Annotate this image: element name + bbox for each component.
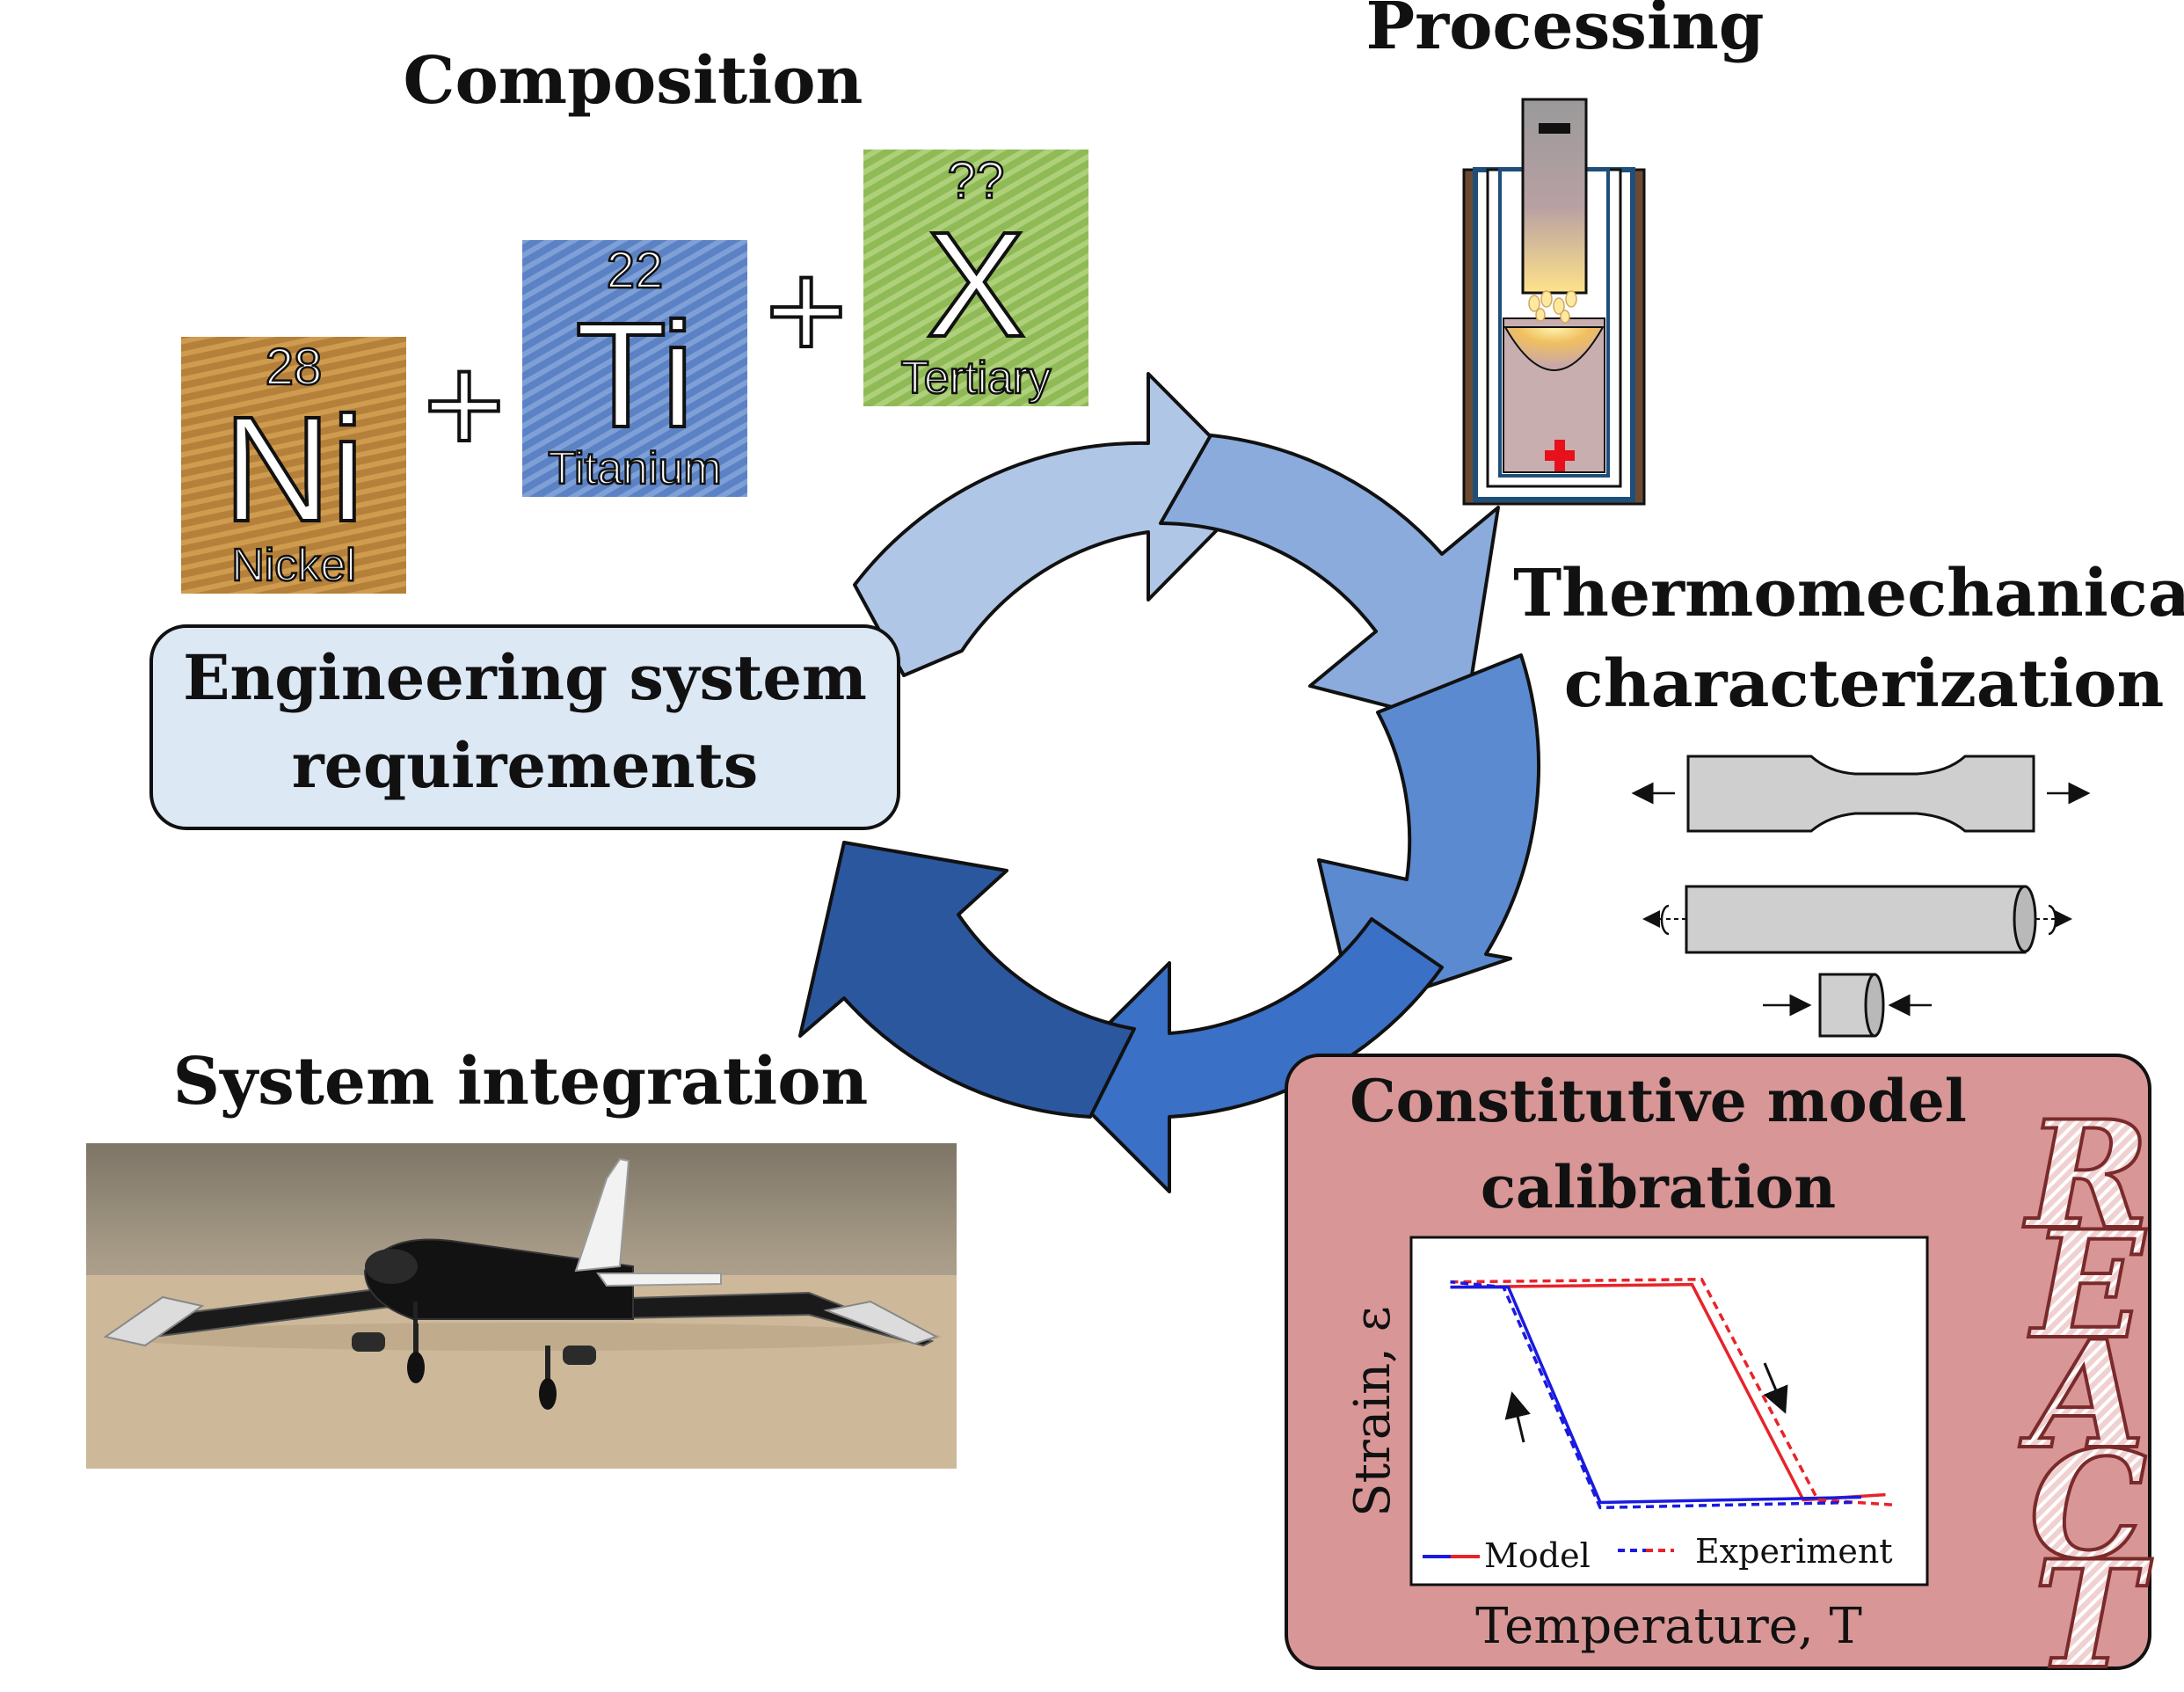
element-name: Titanium [548,443,721,494]
requirements-line1: Engineering system [183,641,867,714]
series-model-cooling [1450,1285,1862,1505]
chart-legend: Model Experiment [1423,1532,1893,1575]
element-symbol: Ti [575,292,694,459]
chart-panel [1409,1236,1929,1586]
element-number: 22 [607,242,664,299]
compression-specimen [1763,973,1932,1038]
svg-text:+: + [765,231,847,389]
chart-ylabel: Strain, ε [1344,1306,1401,1517]
calibration-title-line2: calibration [1481,1153,1836,1222]
chart-xlabel: Temperature, T [1475,1598,1862,1655]
heading-thermo-line2: characterization [1564,646,2165,722]
element-symbol: X [926,201,1025,368]
element-name: Nickel [231,540,356,591]
svg-text:+: + [423,325,505,483]
aircraft-photo [86,1143,957,1469]
series-experiment-heating [1450,1277,1896,1507]
calibration-box: Constitutive model calibration R E A C T… [1285,1054,2155,1692]
heading-processing: Processing [1365,0,1764,64]
heading-composition: Composition [404,43,863,119]
cycle-arrow-2 [1159,434,1500,727]
torsion-specimen [1642,885,2072,954]
element-tile-nickel: 28 Ni Nickel [181,337,406,594]
requirements-box: Engineering system requirements [149,624,900,830]
cycle-arrow-4 [1053,917,1444,1193]
element-number: ?? [948,152,1005,209]
element-name: Tertiary [901,353,1051,404]
element-tile-titanium: 22 Ti Titanium [522,240,747,497]
react-letter: E [2028,1198,2146,1372]
chart-arrow-cooling [1504,1391,1531,1443]
requirements-line2: requirements [292,729,759,802]
heading-thermo-line1: Thermomechanical [1513,556,2184,631]
process-cycle [798,372,1540,1193]
cycle-arrow-1 [853,372,1262,677]
legend-model: Model [1484,1536,1591,1575]
react-letter: R [2023,1088,2150,1262]
element-number: 28 [266,339,323,396]
react-letter: A [2019,1308,2145,1482]
tensile-specimen [1631,755,2091,833]
element-symbol: Ni [223,386,365,553]
plus-sign-2: + [763,230,848,390]
plus-sign-1: + [421,324,506,485]
cycle-arrow-5 [798,841,1136,1119]
vacuum-arc-furnace-illustration [1462,98,1646,506]
calibration-title-line1: Constitutive model [1350,1067,1967,1135]
chart-plot-area [1450,1277,1896,1510]
legend-experiment: Experiment [1695,1532,1893,1571]
element-tile-tertiary: ?? X Tertiary [863,150,1088,406]
chart-arrow-heating [1763,1362,1788,1414]
series-experiment-cooling [1450,1280,1853,1510]
react-letter: C [2029,1418,2147,1592]
react-letter: T [2033,1528,2152,1692]
heading-system-integration: System integration [173,1044,869,1119]
react-logo: R E A C T [2017,1086,2155,1692]
